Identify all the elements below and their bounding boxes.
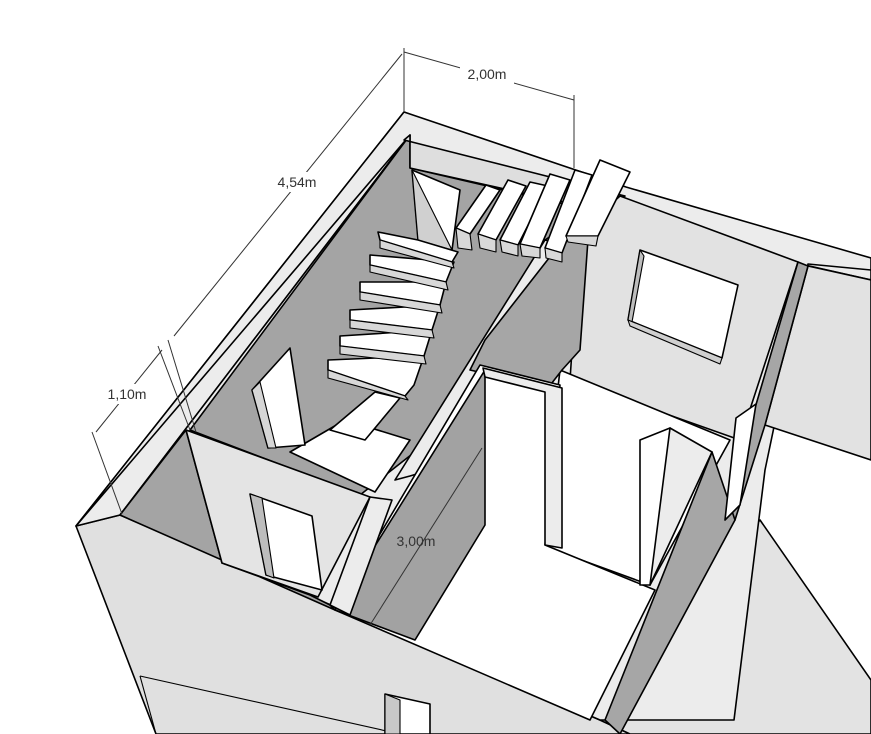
staircase <box>327 159 631 401</box>
main-room-left-wall <box>334 369 486 641</box>
dimension-room-width: 3,00m <box>397 533 436 549</box>
interior <box>119 134 871 734</box>
inner-partition <box>482 367 563 549</box>
lower-flight <box>327 231 459 401</box>
dimension-labels: 2,00m 4,54m 1,10m 3,00m <box>100 64 514 549</box>
upper-flight <box>455 159 631 263</box>
dimension-stair-length: 4,54m <box>278 174 317 190</box>
dimension-landing: 1,10m <box>108 386 147 402</box>
dimension-stair-width: 2,00m <box>468 66 507 82</box>
